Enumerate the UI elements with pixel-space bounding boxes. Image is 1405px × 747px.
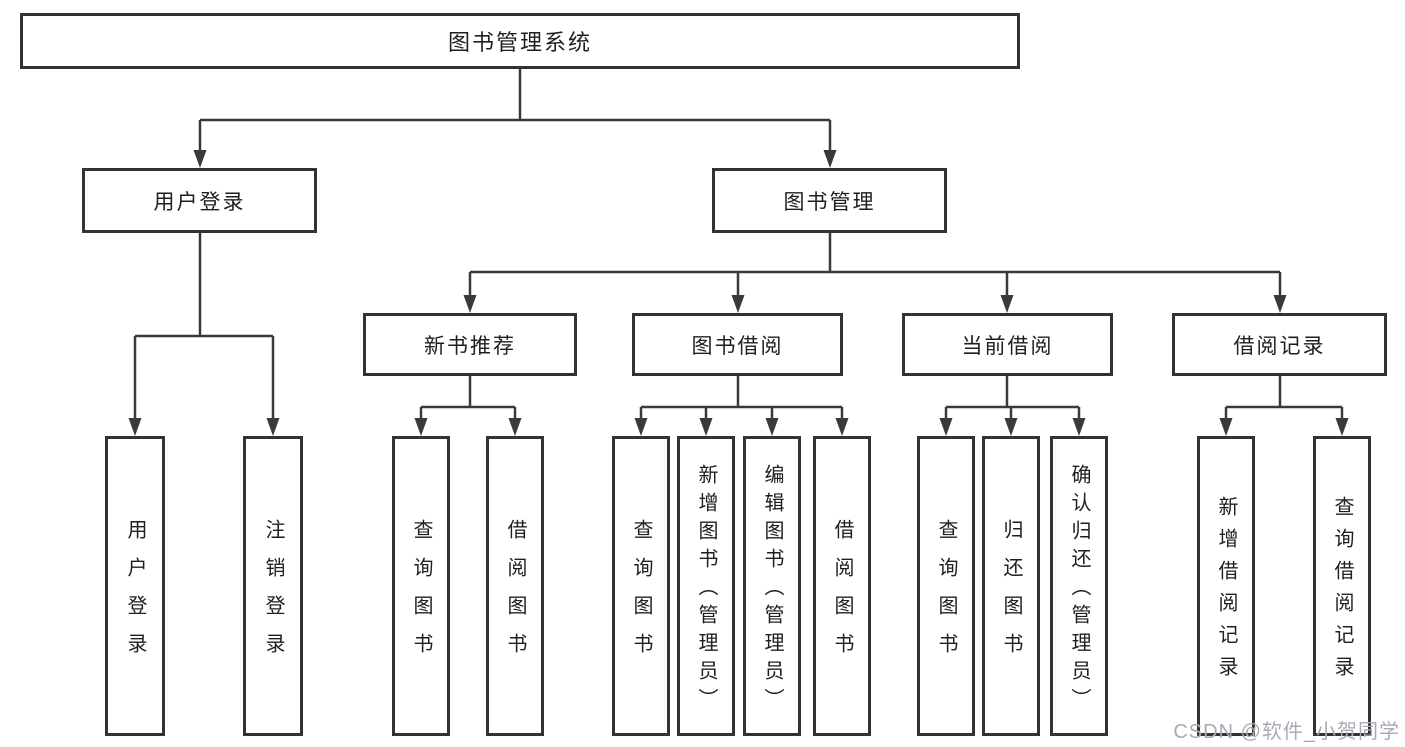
leaf-query-books-borrow: 查询图书 <box>612 436 670 736</box>
node-label: 注销登录 <box>262 519 284 671</box>
leaf-add-book-admin: 新增图书（管理员） <box>677 436 735 736</box>
leaf-user-login: 用户登录 <box>105 436 165 736</box>
node-root-library-system: 图书管理系统 <box>20 13 1020 69</box>
node-label: 新书推荐 <box>424 334 516 358</box>
node-label: 用户登录 <box>153 190 246 214</box>
node-label: 查询图书 <box>630 519 652 671</box>
leaf-confirm-return-admin: 确认归还（管理员） <box>1050 436 1108 736</box>
node-label: 图书管理系统 <box>447 30 592 55</box>
node-current-borrowing: 当前借阅 <box>902 313 1113 376</box>
node-label: 新增借阅记录 <box>1215 496 1237 688</box>
leaf-query-books-recommend: 查询图书 <box>392 436 450 736</box>
node-label: 查询图书 <box>935 519 957 671</box>
node-label: 借阅记录 <box>1233 334 1326 358</box>
node-label: 新增图书（管理员） <box>695 464 717 716</box>
node-user-login: 用户登录 <box>82 168 317 233</box>
node-book-management: 图书管理 <box>712 168 947 233</box>
node-label: 用户登录 <box>124 519 146 671</box>
node-label: 图书借阅 <box>691 334 784 358</box>
node-book-borrowing: 图书借阅 <box>632 313 843 376</box>
node-borrowing-records: 借阅记录 <box>1172 313 1387 376</box>
node-label: 确认归还（管理员） <box>1068 464 1090 716</box>
node-label: 借阅图书 <box>831 519 853 671</box>
node-label: 查询借阅记录 <box>1331 496 1353 688</box>
arrowheads <box>128 150 1349 436</box>
leaf-add-borrow-record: 新增借阅记录 <box>1197 436 1255 736</box>
node-label: 当前借阅 <box>961 334 1054 358</box>
node-new-book-recommendation: 新书推荐 <box>363 313 577 376</box>
node-label: 图书管理 <box>783 190 876 214</box>
node-label: 归还图书 <box>1000 519 1022 671</box>
csdn-watermark: CSDN @软件_小贺同学 <box>1173 721 1400 743</box>
leaf-query-books-current: 查询图书 <box>917 436 975 736</box>
node-label: 查询图书 <box>410 519 432 671</box>
leaf-borrow-books-recommend: 借阅图书 <box>486 436 544 736</box>
leaf-edit-book-admin: 编辑图书（管理员） <box>743 436 801 736</box>
node-label: 编辑图书（管理员） <box>761 464 783 716</box>
node-label: 借阅图书 <box>504 519 526 671</box>
leaf-query-borrow-record: 查询借阅记录 <box>1313 436 1371 736</box>
leaf-return-books: 归还图书 <box>982 436 1040 736</box>
leaf-borrow-books: 借阅图书 <box>813 436 871 736</box>
leaf-logout: 注销登录 <box>243 436 303 736</box>
